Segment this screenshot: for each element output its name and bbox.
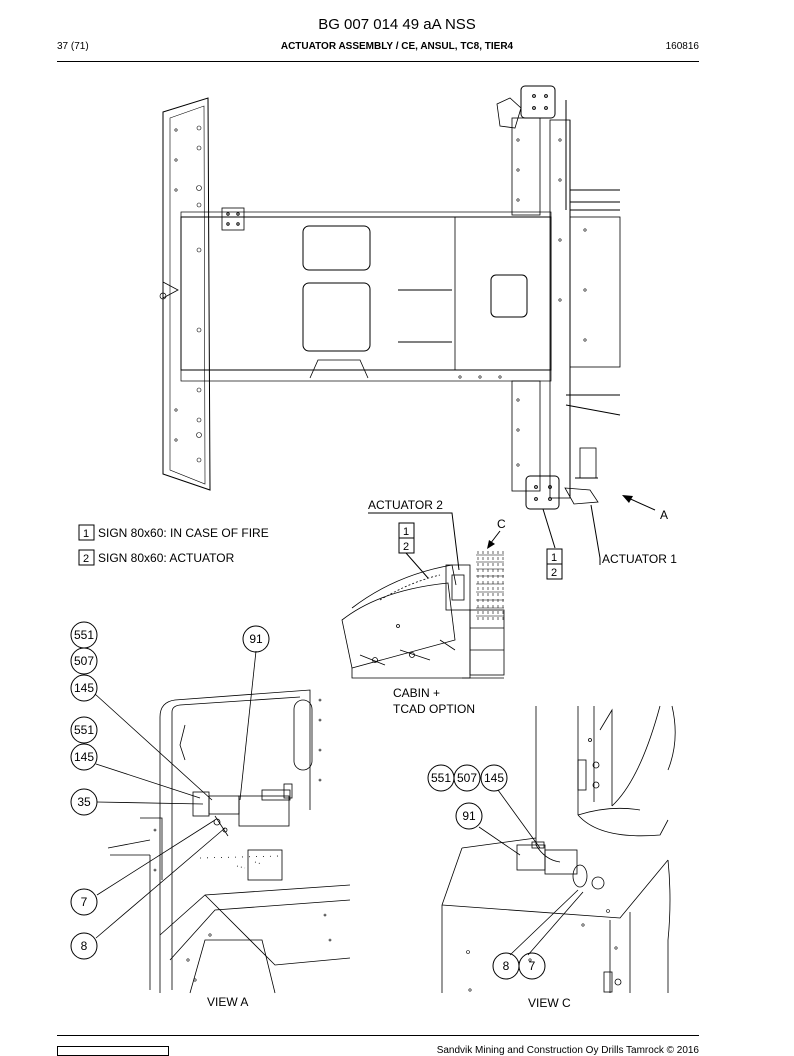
view-c-callout-145: 145: [484, 771, 504, 785]
cabin-label-line2: TCAD OPTION: [393, 702, 475, 716]
view-a-callout-145-b: 145: [74, 750, 94, 764]
header-rule: [57, 61, 699, 62]
view-a-arrow-label: A: [660, 508, 668, 522]
view-a-arrowhead: [622, 495, 633, 503]
view-c-drawing: [441, 705, 676, 993]
view-c-arrowhead: [487, 540, 495, 549]
view-a-callout-91: 91: [249, 632, 263, 646]
view-a-callout-35: 35: [77, 795, 91, 809]
top-view-drawing: [159, 85, 621, 510]
footer-copyright: Sandvik Mining and Construction Oy Drill…: [436, 1045, 699, 1056]
view-a-callouts: 551 507 145 91 551 145 35 7 8: [70, 621, 270, 960]
view-c-callout-507: 507: [457, 771, 477, 785]
view-c-callouts: 551 507 145 91 8 7: [427, 764, 546, 980]
legend-box-1: [78, 524, 95, 541]
view-a-callout-7: 7: [81, 895, 88, 909]
actuator-1-box-2: [546, 563, 563, 580]
actuator-2-box-leader: [405, 552, 429, 579]
view-a-callout-551-a: 551: [74, 628, 94, 642]
actuator-2-box-1-text: 1: [403, 526, 409, 538]
legend-num-2: 2: [83, 553, 89, 565]
actuator-1-box-leader: [542, 508, 556, 549]
actuator-2-leader: [368, 512, 460, 571]
view-c-callout-7: 7: [529, 959, 536, 973]
cabin-label-line1: CABIN +: [393, 686, 440, 700]
actuator-1-label: ACTUATOR 1: [602, 552, 677, 566]
view-c-caption: VIEW C: [528, 996, 571, 1010]
view-c-callout-leaders: [478, 789, 584, 956]
legend-text-2: SIGN 80x60: ACTUATOR: [98, 551, 235, 565]
legend-box-2: [78, 549, 95, 566]
actuator-1-leader: [590, 504, 601, 565]
actuator-1-box-2-text: 2: [551, 567, 557, 579]
view-c-callout-551: 551: [431, 771, 451, 785]
view-a-callout-551-b: 551: [74, 723, 94, 737]
actuator-1-box-1-text: 1: [551, 552, 557, 564]
page-title: ACTUATOR ASSEMBLY / CE, ANSUL, TC8, TIER…: [280, 41, 514, 52]
footer-rule: [57, 1035, 699, 1036]
revision-date: 160816: [665, 41, 699, 52]
view-a-caption: VIEW A: [207, 995, 248, 1009]
view-a-callout-145-a: 145: [74, 681, 94, 695]
actuator-2-box-2-text: 2: [403, 541, 409, 553]
cabin-drawing: [341, 551, 505, 679]
actuator-2-label: ACTUATOR 2: [368, 498, 443, 512]
view-a-callout-507: 507: [74, 654, 94, 668]
legend-text-1: SIGN 80x60: IN CASE OF FIRE: [98, 526, 269, 540]
view-c-callout-91: 91: [462, 809, 476, 823]
view-c-arrow-label: C: [497, 517, 506, 531]
view-c-callout-8: 8: [503, 959, 510, 973]
legend-num-1: 1: [83, 528, 89, 540]
page-number: 37 (71): [57, 41, 89, 52]
document-id: BG 007 014 49 aA NSS: [318, 16, 476, 33]
view-a-callout-8: 8: [81, 939, 88, 953]
view-a-drawing: [107, 689, 351, 994]
sandvik-logo: [57, 1046, 169, 1056]
view-a-callout-leaders: [94, 650, 257, 939]
